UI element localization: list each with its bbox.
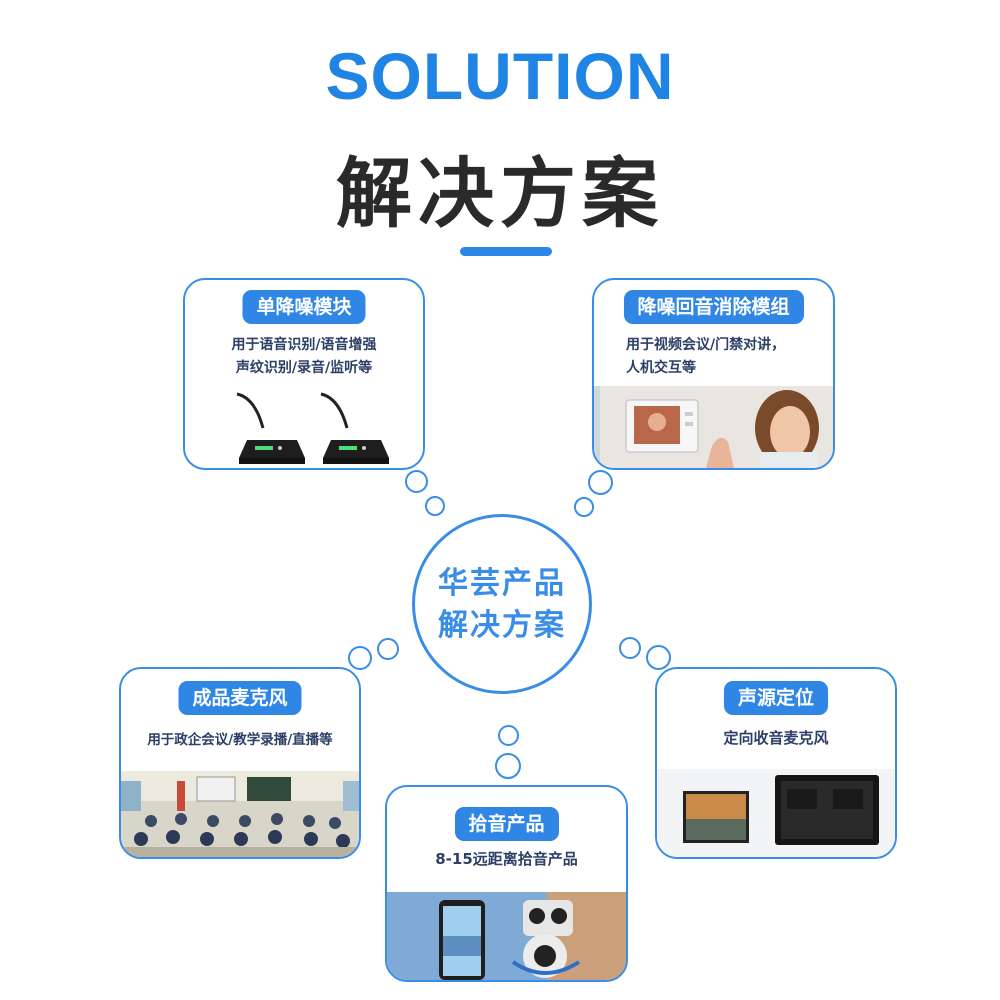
classroom-photo bbox=[121, 771, 359, 857]
center-text: 华芸产品 解决方案 bbox=[415, 563, 589, 647]
card-source-locate-title: 声源定位 bbox=[723, 681, 829, 715]
connector-bubble bbox=[619, 637, 641, 659]
card-single-nr-title: 单降噪模块 bbox=[242, 290, 366, 324]
card-echo-cancel-desc2: 人机交互等 bbox=[626, 360, 696, 376]
card-echo-cancel-title: 降噪回音消除模组 bbox=[623, 290, 804, 324]
gooseneck-microphone-icon bbox=[185, 388, 423, 468]
connector-bubble bbox=[588, 470, 613, 495]
center-line2: 解决方案 bbox=[438, 608, 566, 643]
security-camera-icon bbox=[387, 892, 626, 980]
title-english: SOLUTION bbox=[325, 39, 675, 113]
card-source-locate-desc1: 定向收音麦克风 bbox=[723, 729, 829, 747]
card-echo-cancel[interactable]: 降噪回音消除模组 用于视频会议/门禁对讲， 人机交互等 bbox=[592, 278, 835, 470]
connector-bubble bbox=[646, 645, 671, 670]
card-single-nr-desc1: 用于语音识别/语音增强 bbox=[231, 337, 377, 353]
card-pickup-desc1: 8-15远距离拾音产品 bbox=[435, 850, 578, 868]
title-underline bbox=[460, 247, 552, 256]
card-finished-mic-title: 成品麦克风 bbox=[178, 681, 302, 715]
connector-bubble bbox=[498, 725, 519, 746]
center-line1: 华芸产品 bbox=[438, 566, 566, 601]
video-intercom-icon bbox=[594, 386, 833, 468]
connector-bubble bbox=[425, 496, 445, 516]
card-finished-mic-desc1: 用于政企会议/教学录播/直播等 bbox=[147, 732, 333, 748]
card-finished-mic[interactable]: 成品麦克风 用于政企会议/教学录播/直播等 bbox=[119, 667, 361, 859]
connector-bubble bbox=[574, 497, 594, 517]
card-pickup-title: 拾音产品 bbox=[454, 807, 559, 841]
card-single-nr-desc2: 声纹识别/录音/监听等 bbox=[235, 360, 373, 376]
card-single-nr[interactable]: 单降噪模块 用于语音识别/语音增强 声纹识别/录音/监听等 bbox=[183, 278, 425, 470]
card-pickup[interactable]: 拾音产品 8-15远距离拾音产品 bbox=[385, 785, 628, 982]
card-source-locate[interactable]: 声源定位 定向收音麦克风 bbox=[655, 667, 897, 859]
title-chinese: 解决方案 bbox=[336, 149, 664, 238]
display-panel-icon bbox=[657, 769, 895, 857]
connector-bubble bbox=[495, 753, 521, 779]
connector-bubble bbox=[377, 638, 399, 660]
connector-bubble bbox=[348, 646, 372, 670]
card-echo-cancel-desc1: 用于视频会议/门禁对讲， bbox=[626, 337, 786, 353]
center-circle: 华芸产品 解决方案 bbox=[412, 514, 592, 694]
connector-bubble bbox=[405, 470, 428, 493]
